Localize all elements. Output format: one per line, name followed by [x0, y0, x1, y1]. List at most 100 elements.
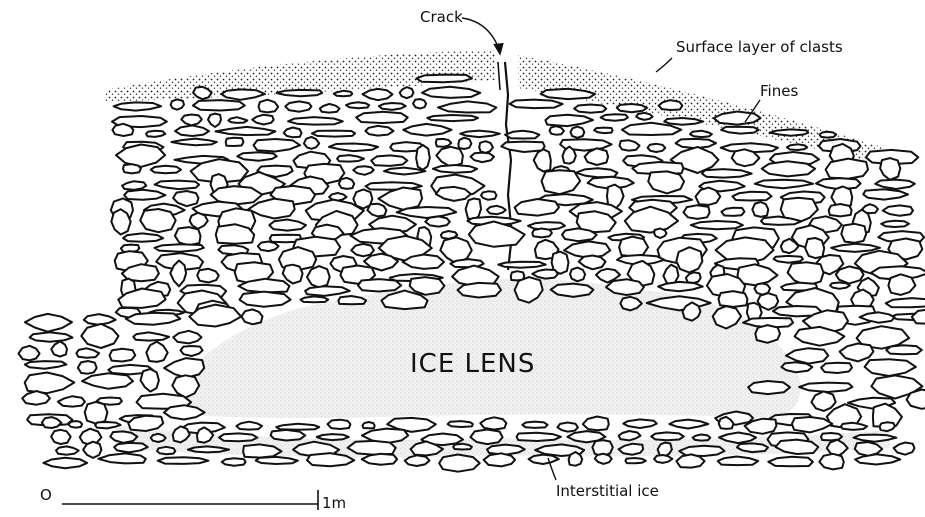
- clast: [128, 416, 163, 431]
- clast: [664, 118, 703, 125]
- clast: [721, 208, 744, 216]
- clast: [112, 124, 133, 136]
- ice-lens-label: ICE LENS: [410, 349, 535, 379]
- clast: [805, 238, 824, 258]
- clast: [894, 443, 915, 455]
- clast: [276, 424, 319, 430]
- clast: [416, 145, 430, 170]
- crack-leader: [462, 18, 500, 52]
- clast: [702, 169, 752, 178]
- clast: [438, 101, 496, 112]
- clast: [820, 132, 837, 138]
- clast: [338, 296, 366, 304]
- clast: [405, 455, 430, 466]
- clast: [696, 188, 721, 205]
- clast: [458, 283, 502, 298]
- clast: [346, 102, 369, 108]
- clast: [51, 430, 71, 444]
- clast: [510, 100, 563, 109]
- clast: [427, 115, 478, 121]
- clast: [755, 325, 780, 343]
- clast: [841, 423, 867, 430]
- clast: [830, 283, 850, 289]
- clast: [619, 237, 648, 257]
- crack-label: Crack: [420, 8, 463, 26]
- clast: [126, 313, 181, 325]
- clast: [819, 454, 844, 470]
- clast: [30, 332, 73, 341]
- clast: [469, 222, 525, 247]
- clast: [522, 422, 547, 428]
- clast: [883, 205, 913, 215]
- clast: [787, 144, 807, 150]
- clast: [821, 433, 842, 440]
- clast: [686, 272, 701, 283]
- scale-bar-start-label: O: [40, 486, 52, 504]
- clast: [283, 265, 303, 284]
- clast: [85, 402, 108, 424]
- clast: [190, 213, 208, 229]
- clast: [82, 373, 133, 389]
- clast: [484, 453, 515, 466]
- clast: [236, 422, 262, 430]
- clast: [228, 117, 247, 123]
- clast: [534, 149, 551, 171]
- clast: [221, 89, 265, 99]
- clast: [241, 309, 262, 324]
- clast: [123, 233, 163, 241]
- clast: [865, 359, 916, 376]
- clast: [358, 279, 401, 291]
- clast: [836, 266, 864, 283]
- clast: [545, 115, 593, 126]
- clast: [285, 101, 311, 111]
- clast: [320, 104, 340, 113]
- clast: [410, 277, 445, 295]
- clast: [826, 159, 868, 179]
- clast: [768, 457, 813, 467]
- clast: [304, 137, 319, 149]
- clast: [173, 331, 201, 344]
- clast: [532, 270, 558, 279]
- clast: [515, 199, 559, 216]
- clast: [880, 422, 895, 431]
- clast: [111, 209, 130, 234]
- clast: [237, 152, 276, 161]
- surface-layer-label: Surface layer of clasts: [676, 38, 843, 56]
- clast: [146, 342, 167, 362]
- clast: [25, 373, 75, 394]
- clast: [648, 144, 666, 152]
- clast: [579, 256, 606, 270]
- clast: [571, 127, 585, 138]
- clast: [122, 181, 146, 190]
- clast: [460, 131, 500, 138]
- clast: [684, 205, 710, 219]
- clast: [181, 346, 203, 356]
- clast: [197, 269, 219, 283]
- clast: [792, 417, 833, 432]
- clast: [770, 129, 809, 135]
- clast: [886, 298, 925, 307]
- clast: [133, 332, 169, 340]
- clast: [676, 247, 702, 272]
- clast: [623, 419, 656, 428]
- clast: [188, 446, 229, 452]
- clast: [690, 131, 712, 137]
- clast: [487, 206, 506, 215]
- clast: [453, 444, 472, 450]
- clast: [351, 244, 374, 256]
- clast: [448, 421, 473, 427]
- clast: [356, 112, 408, 123]
- clast: [146, 131, 165, 137]
- clast: [173, 191, 198, 206]
- clast: [158, 457, 209, 464]
- clast: [353, 166, 374, 175]
- clast: [498, 262, 545, 268]
- clast: [658, 443, 672, 457]
- clast: [636, 113, 653, 120]
- clast: [781, 362, 812, 372]
- clast: [425, 216, 450, 226]
- interstitial-ice-label: Interstitial ice: [556, 482, 659, 500]
- clast: [439, 455, 480, 472]
- clast: [151, 434, 166, 442]
- clast: [755, 180, 813, 189]
